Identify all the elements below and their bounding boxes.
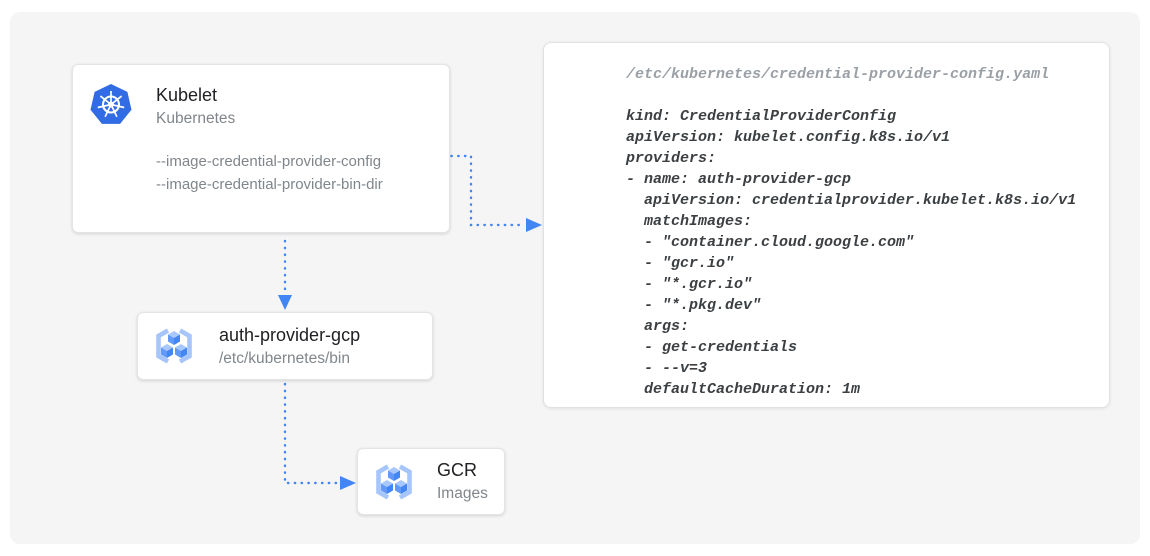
- code-line: apiVersion: kubelet.config.k8s.io/v1: [626, 129, 951, 146]
- code-line: kind: CredentialProviderConfig: [626, 108, 897, 125]
- kubelet-subtitle: Kubernetes: [156, 110, 236, 127]
- config-file-path: /etc/kubernetes/credential-provider-conf…: [626, 66, 1050, 83]
- code-line: - "*.gcr.io": [626, 276, 753, 293]
- code-line: - name: auth-provider-gcp: [626, 171, 852, 188]
- gcr-title: GCR: [437, 460, 477, 480]
- kubelet-node: Kubelet Kubernetes --image-credential-pr…: [72, 64, 450, 233]
- container-registry-icon: [152, 324, 196, 373]
- credential-provider-config-panel: /etc/kubernetes/credential-provider-conf…: [543, 42, 1110, 408]
- kubelet-flag-config: --image-credential-provider-config: [156, 153, 382, 170]
- kubernetes-icon: [89, 83, 133, 132]
- code-line: apiVersion: credentialprovider.kubelet.k…: [626, 192, 1077, 209]
- code-line: - "container.cloud.google.com": [626, 234, 915, 251]
- gcr-node: GCR Images: [357, 448, 505, 515]
- code-line: args:: [626, 318, 690, 335]
- code-line: - get-credentials: [626, 339, 798, 356]
- code-line: providers:: [626, 150, 717, 167]
- code-line: - "*.pkg.dev": [626, 297, 762, 314]
- code-line: defaultCacheDuration: 1m: [626, 381, 861, 398]
- kubelet-title: Kubelet: [156, 85, 218, 105]
- auth-provider-gcp-node: auth-provider-gcp /etc/kubernetes/bin: [137, 312, 433, 380]
- kubelet-flag-bin-dir: --image-credential-provider-bin-dir: [156, 176, 383, 193]
- gcr-subtitle: Images: [437, 485, 488, 502]
- auth-provider-title: auth-provider-gcp: [219, 325, 361, 345]
- auth-provider-subtitle: /etc/kubernetes/bin: [219, 350, 350, 367]
- code-line: matchImages:: [626, 213, 753, 230]
- container-registry-icon: [372, 460, 416, 509]
- code-line: - "gcr.io": [626, 255, 735, 272]
- code-line: - --v=3: [626, 360, 708, 377]
